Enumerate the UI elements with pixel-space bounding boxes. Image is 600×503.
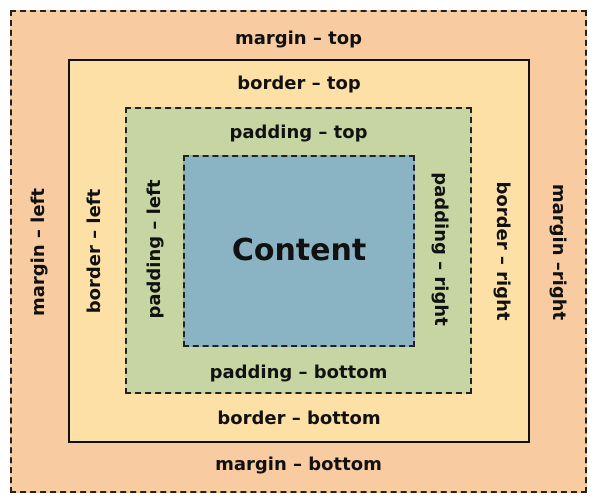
border-top-label: border – top [237,73,361,94]
margin-top-label: margin – top [234,28,363,49]
border-left-label: border – left [84,188,105,314]
border-bottom-label: border – bottom [217,408,381,429]
padding-left-label: padding – left [144,179,165,319]
margin-right-label: margin –right [548,183,569,321]
margin-bottom-label: margin – bottom [215,454,382,475]
padding-bottom-label: padding – bottom [209,362,388,383]
padding-top-label: padding – top [229,122,368,143]
margin-left-label: margin – left [28,188,49,316]
content-box: Content [183,155,415,347]
padding-right-label: padding – right [430,172,451,326]
border-right-label: border – right [492,181,513,321]
content-label: Content [231,233,367,268]
